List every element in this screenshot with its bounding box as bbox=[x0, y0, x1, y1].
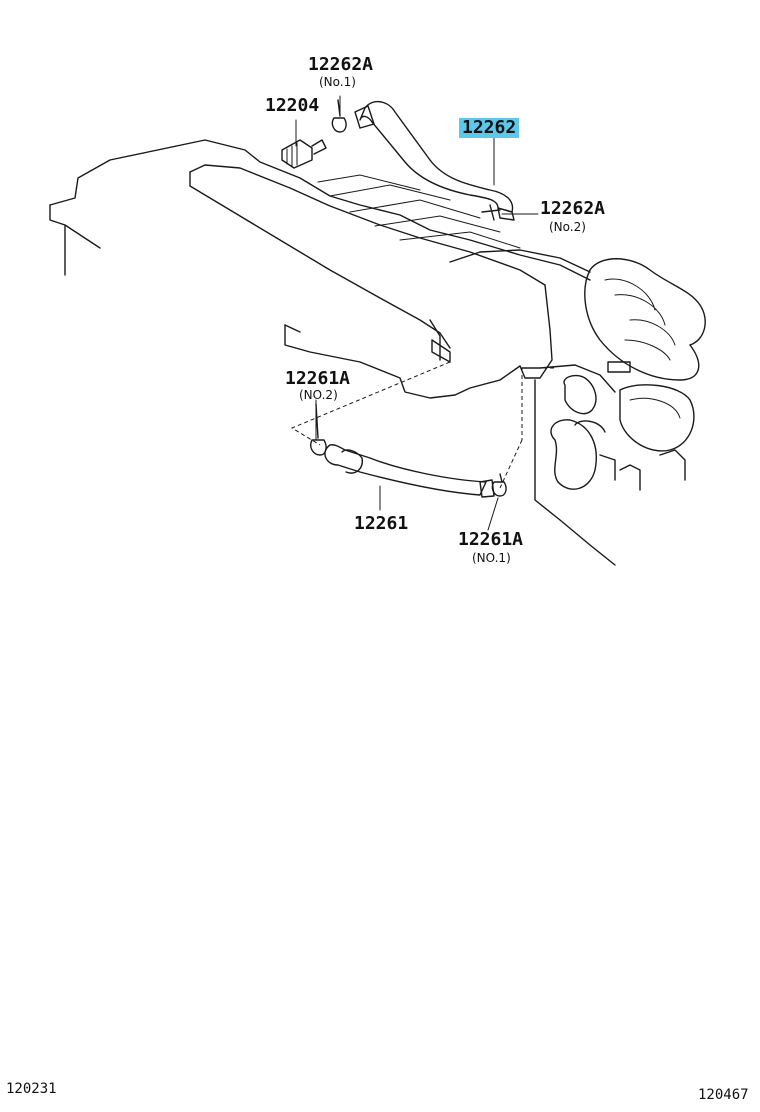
throttle-part-c bbox=[574, 420, 616, 481]
dashed-outline-right bbox=[521, 367, 555, 440]
note-12262A-no2: (No.2) bbox=[549, 220, 586, 234]
air-intake-duct-rings bbox=[604, 278, 676, 361]
hose-12261-end bbox=[479, 479, 495, 498]
hose-12262-end bbox=[354, 105, 375, 129]
intake-lower bbox=[619, 384, 695, 452]
dashed-leader-lower bbox=[290, 361, 451, 446]
note-12261A-no2: (NO.2) bbox=[299, 388, 338, 402]
head-cover-lower-left bbox=[284, 319, 441, 361]
head-cover-ridge bbox=[189, 164, 546, 286]
air-intake-duct-body bbox=[584, 269, 700, 381]
clamp-12261A-no1 bbox=[491, 473, 507, 497]
rib-lines bbox=[317, 174, 521, 249]
air-intake-duct bbox=[589, 258, 706, 346]
leader-12261A-no1 bbox=[487, 497, 499, 531]
footer-left-code: 120231 bbox=[6, 1081, 57, 1097]
pcv-valve-threads bbox=[286, 142, 298, 168]
intake-lower-ring bbox=[629, 397, 681, 419]
hose-12261-bulge bbox=[341, 449, 363, 474]
label-12262-highlighted[interactable]: 12262 bbox=[459, 118, 520, 138]
head-cover-lower bbox=[284, 324, 521, 399]
throttle-part-b bbox=[550, 419, 597, 490]
clamp-12262A-no1 bbox=[331, 99, 347, 133]
throttle-part-a bbox=[563, 374, 597, 415]
note-12261A-no1: (NO.1) bbox=[472, 551, 511, 565]
label-12261A-no1: 12261A bbox=[458, 529, 524, 550]
label-12261A-no2: 12261A bbox=[285, 368, 351, 389]
clamp-12262A-no2 bbox=[481, 204, 501, 221]
intake-plenum bbox=[449, 249, 591, 273]
footer-right-code: 120467 bbox=[698, 1087, 749, 1103]
clamp-12261A-no2 bbox=[310, 403, 327, 456]
head-cover-side bbox=[519, 284, 553, 379]
elbow-pipe bbox=[619, 449, 686, 491]
label-12261: 12261 bbox=[354, 513, 409, 534]
hose-12262-end-b bbox=[497, 207, 515, 221]
block-right bbox=[521, 364, 616, 566]
engine-block-outline bbox=[49, 139, 591, 281]
label-12262A-no1: 12262A bbox=[308, 54, 374, 75]
label-12204: 12204 bbox=[265, 95, 320, 116]
small-fitting bbox=[607, 361, 631, 373]
dashed-leader-right bbox=[499, 439, 523, 489]
hose-12261 bbox=[324, 444, 487, 496]
head-cover-front bbox=[189, 171, 451, 349]
note-12262A-no1: (No.1) bbox=[319, 75, 356, 89]
pcv-valve-12204 bbox=[281, 139, 327, 169]
label-12262A-no2: 12262A bbox=[540, 198, 606, 219]
engine-block-left-edge bbox=[49, 204, 101, 276]
